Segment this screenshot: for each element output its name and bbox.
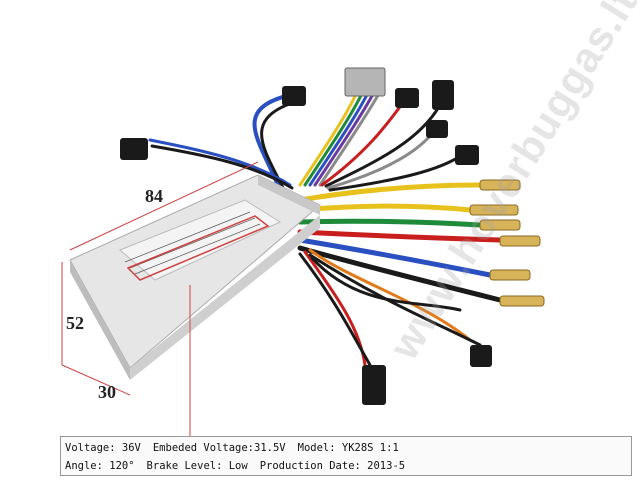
wire-harness (148, 83, 503, 367)
production-date-text: Production Date: 2013-5 (259, 460, 406, 472)
spade-terminals (469, 179, 545, 307)
connectors (120, 67, 492, 405)
embedded-voltage-text: Embeded Voltage:31.5V (152, 442, 286, 454)
model-text: Model: YK28S 1:1 (297, 442, 399, 454)
dimension-height: 30 (98, 382, 116, 402)
voltage-text: Voltage: 36V (65, 442, 141, 454)
brake-level-text: Brake Level: Low (146, 460, 248, 472)
controller-housing (69, 174, 321, 380)
dimension-width: 52 (66, 313, 84, 333)
angle-text: Angle: 120° (65, 460, 135, 472)
spec-label-zoom: Voltage: 36V Embeded Voltage:31.5V Model… (60, 436, 632, 476)
dimension-lines (61, 161, 259, 436)
dimension-length: 84 (145, 186, 163, 206)
